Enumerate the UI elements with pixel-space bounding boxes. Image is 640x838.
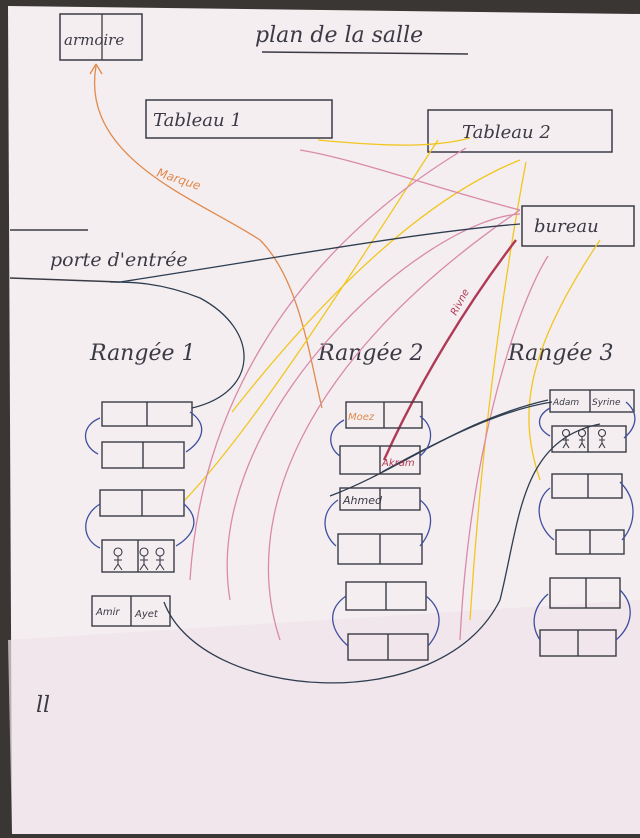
bureau-label: bureau: [534, 216, 599, 237]
route-yellow-4: [469, 161, 527, 621]
route-akram: [381, 401, 553, 473]
route-yellow-1: [184, 139, 439, 501]
route-porte-bureau: [119, 223, 521, 283]
tableau1-label: Tableau 1: [153, 110, 242, 131]
student-ahmed: Ahmed: [342, 494, 383, 507]
route-pink-3: [267, 209, 521, 641]
route-porte: [109, 281, 245, 409]
rangee3-label: Rangée 3: [507, 341, 613, 366]
arrowhead-armoire: [89, 63, 103, 75]
tableau1-box: [145, 99, 333, 139]
bureau-box: [521, 205, 635, 247]
tableau2-box: [427, 109, 613, 153]
route-orange: [93, 65, 323, 409]
armoire-box: [59, 13, 143, 61]
route-maroon: [382, 239, 517, 461]
rangee3-students: [561, 428, 607, 449]
route-pink-4: [299, 149, 521, 211]
route-amir: [163, 423, 601, 684]
student-adam: Adam: [552, 398, 579, 408]
plan-title: plan de la salle: [255, 23, 423, 48]
rangee1-students: [113, 547, 165, 571]
armoire-label: armoire: [64, 31, 124, 49]
porte-label: porte d'entrée: [50, 249, 188, 271]
route-yellow-3: [317, 137, 471, 146]
student-moez: Moez: [348, 412, 375, 423]
paper-shadow: [8, 600, 640, 834]
student-ayet: Ayet: [134, 609, 159, 620]
rangee1-label: Rangée 1: [89, 341, 195, 366]
title-underline: [261, 51, 469, 55]
corner-mark: ll: [36, 693, 50, 718]
student-amir: Amir: [95, 607, 120, 618]
student-akram: Akram: [381, 458, 415, 469]
tableau2-label: Tableau 2: [462, 122, 551, 143]
rangee2-label: Rangée 2: [317, 341, 423, 366]
route-pink-2: [226, 213, 521, 601]
student-syrine: Syrine: [592, 398, 621, 408]
route-yellow-2: [231, 159, 521, 413]
rangee3-desks: [539, 389, 635, 657]
route-pink-1: [189, 147, 467, 581]
route-pink-5: [459, 255, 549, 641]
swap-arrows: [84, 401, 636, 647]
route-yellow-5: [528, 239, 601, 481]
door-line: [9, 277, 121, 283]
route-lines: [89, 63, 601, 684]
